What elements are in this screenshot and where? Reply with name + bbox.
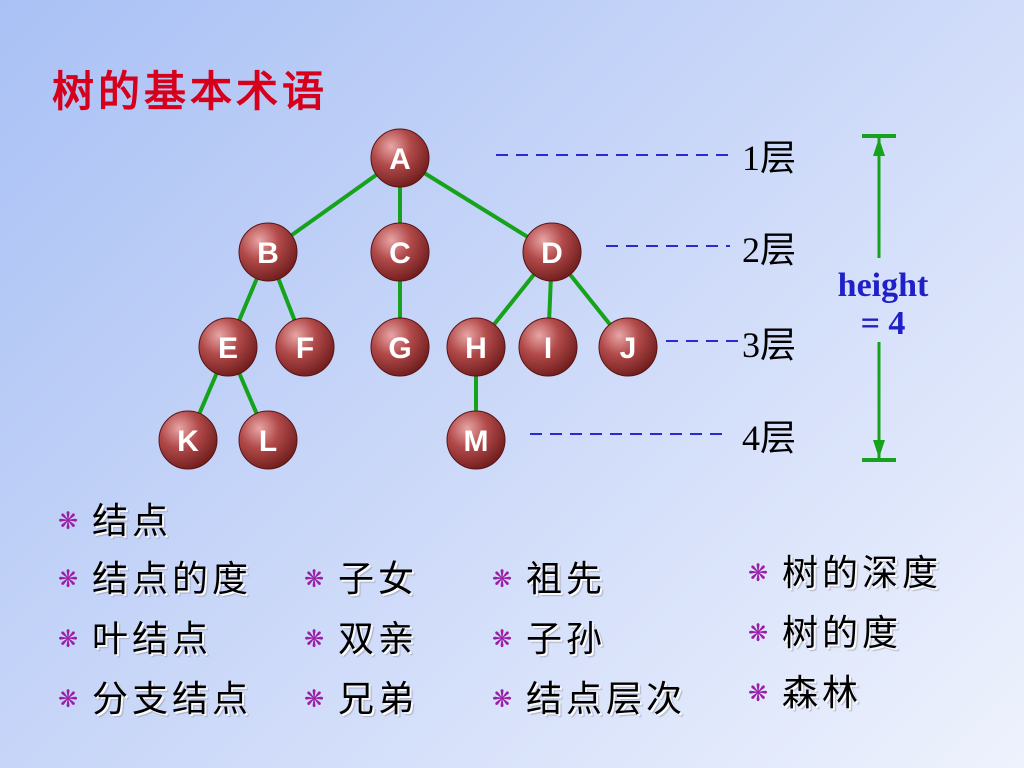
edge-A-D [398,156,554,254]
node-circle [598,317,658,377]
node-circle [522,222,582,282]
term-label: 树的度 [782,613,903,654]
tree-node-J: J [598,317,658,377]
node-label: D [541,237,563,270]
tree-node-H: H [446,317,506,377]
term-label: 结点的度 [92,559,253,600]
snowflake-icon: ❋ [492,625,517,653]
node-circle [518,317,578,377]
node-circle [198,317,258,377]
term-item: ❋ 子孙 [492,622,606,658]
term-item: ❋ 分支结点 [58,682,252,718]
node-circle [446,410,506,470]
node-label: E [218,332,238,365]
term-label: 树的深度 [782,553,943,594]
arrow-up-icon [873,138,885,156]
node-label: H [465,332,487,365]
node-label: C [389,237,411,270]
node-label: F [296,332,314,365]
page-title: 树的基本术语 [52,67,329,116]
term-label: 叶结点 [92,619,213,660]
term-label: 森林 [782,673,863,714]
level-guides [496,154,740,435]
snowflake-icon: ❋ [748,559,773,587]
tree-node-G: G [370,317,430,377]
term-label: 结点 [92,501,173,542]
snowflake-icon: ❋ [304,625,329,653]
term-label: 兄弟 [338,679,419,720]
node-circle [238,410,298,470]
tree-node-I: I [518,317,578,377]
term-item: ❋ 叶结点 [58,622,212,658]
arrow-down-icon [873,440,885,458]
node-circle [275,317,335,377]
node-label: I [544,332,552,365]
tree-node-M: M [446,410,506,470]
node-circle [158,410,218,470]
snowflake-icon: ❋ [748,619,773,647]
node-circle [446,317,506,377]
term-item: ❋ 结点的度 [58,562,252,598]
node-label: A [389,143,411,176]
tree-edges [186,156,630,441]
height-label-line2: = 4 [861,305,906,342]
tree-node-E: E [198,317,258,377]
term-label: 结点层次 [526,679,687,720]
term-item: ❋ 树的深度 [748,556,942,592]
snowflake-icon: ❋ [304,685,329,713]
term-item: ❋ 双亲 [304,622,418,658]
term-item: ❋ 森林 [748,676,862,712]
tree-node-D: D [522,222,582,282]
tree-node-C: C [370,222,430,282]
term-item: ❋ 祖先 [492,562,606,598]
node-label: J [620,332,637,365]
node-circle [370,222,430,282]
term-label: 祖先 [526,559,607,600]
term-item: ❋ 树的度 [748,616,902,652]
node-label: B [257,237,279,270]
tree-node-F: F [275,317,335,377]
node-label: L [259,425,277,458]
level-label-1: 1层 [742,138,796,178]
level-label-3: 3层 [742,325,796,365]
term-label: 子女 [338,559,419,600]
term-item: ❋ 结点 [58,504,172,540]
level-label-4: 4层 [742,418,796,458]
tree-node-K: K [158,410,218,470]
node-circle [238,222,298,282]
snowflake-icon: ❋ [58,565,83,593]
snowflake-icon: ❋ [58,685,83,713]
height-bracket: height = 4 [838,134,929,462]
tree-node-B: B [238,222,298,282]
term-label: 双亲 [338,619,419,660]
term-item: ❋ 子女 [304,562,418,598]
term-label: 子孙 [526,619,607,660]
snowflake-icon: ❋ [58,625,83,653]
snowflake-icon: ❋ [492,685,517,713]
node-circle [370,317,430,377]
snowflake-icon: ❋ [58,507,83,535]
node-circle [370,128,430,188]
node-label: M [464,425,489,458]
level-labels: 1层 2层 3层 4层 [742,138,796,458]
term-label: 分支结点 [92,679,253,720]
tree-nodes: A B C D E F G H I J K L M [158,128,658,470]
snowflake-icon: ❋ [304,565,329,593]
tree-node-A: A [370,128,430,188]
term-item: ❋ 兄弟 [304,682,418,718]
snowflake-icon: ❋ [492,565,517,593]
level-label-2: 2层 [742,230,796,270]
snowflake-icon: ❋ [748,679,773,707]
term-item: ❋ 结点层次 [492,682,686,718]
node-label: K [177,425,199,458]
node-label: G [388,332,411,365]
height-label-line1: height [838,267,929,304]
tree-node-L: L [238,410,298,470]
